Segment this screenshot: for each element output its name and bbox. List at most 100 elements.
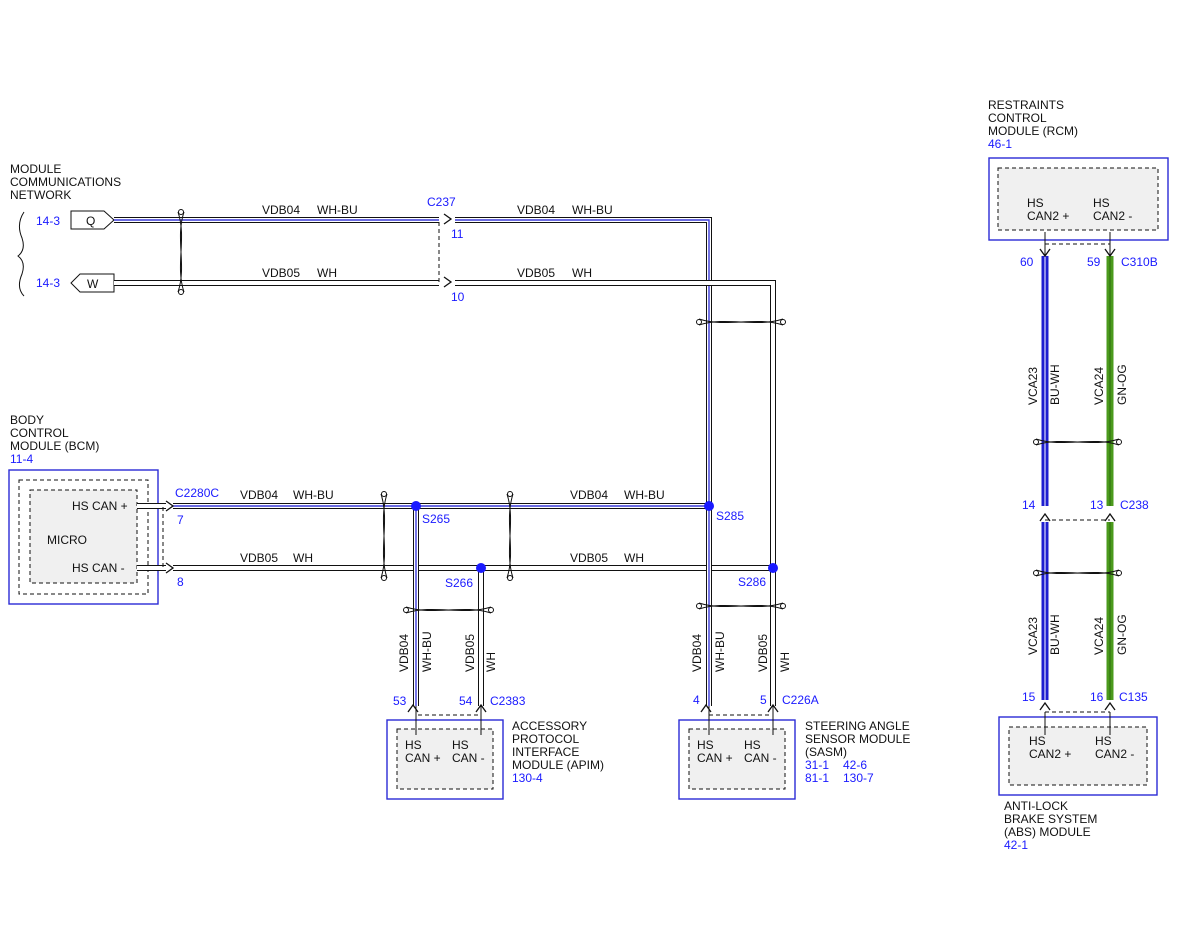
svg-text:SENSOR MODULE: SENSOR MODULE [805,732,910,746]
svg-text:HS CAN +: HS CAN + [72,499,128,513]
svg-text:MODULE (BCM): MODULE (BCM) [10,439,99,453]
svg-text:WH: WH [293,551,313,565]
svg-text:C2280C: C2280C [175,486,219,500]
svg-text:ANTI-LOCK: ANTI-LOCK [1004,799,1068,813]
abs-label: ANTI-LOCK BRAKE SYSTEM (ABS) MODULE 42-1 [1004,799,1097,852]
svg-text:81-1: 81-1 [805,771,829,785]
twist-marker [696,602,786,610]
svg-text:C2383: C2383 [490,694,526,708]
connector-c2280c: C2280C 7 8 [175,486,219,589]
svg-text:WH: WH [317,266,337,280]
wire-vdb05-top [114,280,776,568]
svg-text:(ABS) MODULE: (ABS) MODULE [1004,825,1091,839]
sasm-label: STEERING ANGLE SENSOR MODULE (SASM) 31-1… [805,719,910,785]
splice-s286: S286 [738,563,778,589]
svg-text:C238: C238 [1120,498,1149,512]
svg-text:VDB05: VDB05 [240,551,278,565]
svg-text:VCA23: VCA23 [1026,617,1040,655]
twist-markers [177,209,1122,614]
svg-text:WH: WH [572,266,592,280]
svg-text:4: 4 [693,693,700,707]
abs-box: HS CAN2 + HS CAN2 - [998,716,1158,796]
svg-text:WH-BU: WH-BU [624,488,665,502]
svg-text:VDB05: VDB05 [463,634,477,672]
svg-text:MODULE (APIM): MODULE (APIM) [512,758,604,772]
svg-text:VDB04: VDB04 [690,634,704,672]
twist-marker [403,606,494,614]
svg-text:VCA23: VCA23 [1026,367,1040,405]
svg-text:CAN2 -: CAN2 - [1093,209,1132,223]
svg-text:14-3: 14-3 [36,276,60,290]
svg-text:42-1: 42-1 [1004,838,1028,852]
splice-s265: S265 [411,501,450,526]
wire-vdb04-top [114,217,712,506]
svg-text:HS CAN -: HS CAN - [72,561,125,575]
svg-text:10: 10 [451,290,465,304]
svg-text:VDB04: VDB04 [240,488,278,502]
svg-text:CAN -: CAN - [744,751,777,765]
wires-layer [114,217,1114,735]
svg-text:VDB05: VDB05 [517,266,555,280]
svg-text:HS: HS [1029,734,1046,748]
svg-text:59: 59 [1087,255,1101,269]
svg-text:CAN2 +: CAN2 + [1029,747,1071,761]
svg-text:60: 60 [1020,255,1034,269]
svg-text:WH: WH [778,652,792,672]
svg-text:INTERFACE: INTERFACE [512,745,579,759]
connector-c237: C237 11 10 [427,195,465,304]
svg-text:CAN +: CAN + [697,751,733,765]
svg-text:VDB04: VDB04 [262,203,300,217]
bcm-label: BODY CONTROL MODULE (BCM) 11-4 [10,413,99,466]
svg-text:MICRO: MICRO [47,533,87,547]
svg-text:HS: HS [452,738,469,752]
svg-text:Q: Q [86,214,95,228]
svg-text:C226A: C226A [782,693,819,707]
svg-text:5: 5 [760,693,767,707]
svg-text:W: W [87,277,99,291]
svg-text:HS: HS [744,738,761,752]
splice-s285: S285 [704,501,744,523]
svg-text:VDB04: VDB04 [570,488,608,502]
svg-text:BU-WH: BU-WH [1048,364,1062,405]
circuit-labels-top: VDB04 WH-BU VDB05 WH VDB04 WH-BU VDB05 W… [262,203,613,280]
twist-marker [506,491,514,581]
svg-text:VDB05: VDB05 [262,266,300,280]
svg-text:HS: HS [405,738,422,752]
connector-c238: 14 13 C238 [1022,498,1149,512]
svg-text:7: 7 [177,513,184,527]
svg-text:CAN +: CAN + [405,751,441,765]
svg-text:MODULE (RCM): MODULE (RCM) [988,124,1078,138]
svg-text:PROTOCOL: PROTOCOL [512,732,579,746]
svg-text:VDB05: VDB05 [570,551,608,565]
svg-text:42-6: 42-6 [843,758,867,772]
mcn-connector-w: 14-3 W [36,273,115,293]
svg-text:54: 54 [459,694,473,708]
mcn-label: MODULE COMMUNICATIONS NETWORK [10,162,121,202]
svg-text:16: 16 [1090,690,1104,704]
twist-marker [696,318,786,326]
svg-text:WH-BU: WH-BU [713,631,727,672]
svg-text:14-3: 14-3 [36,214,60,228]
svg-text:STEERING ANGLE: STEERING ANGLE [805,719,910,733]
connector-c310b: 60 59 C310B [1020,255,1158,269]
svg-text:GN-OG: GN-OG [1115,614,1129,655]
rcm-label: RESTRAINTS CONTROL MODULE (RCM) 46-1 [988,98,1078,151]
twist-marker [380,491,388,581]
svg-text:CAN2 +: CAN2 + [1027,209,1069,223]
svg-text:C135: C135 [1119,690,1148,704]
svg-text:COMMUNICATIONS: COMMUNICATIONS [10,175,121,189]
circuit-labels-sasm: VDB04 WH-BU VDB05 WH [690,631,792,672]
svg-text:HS: HS [1095,734,1112,748]
svg-text:(SASM): (SASM) [805,745,847,759]
mcn-connector-q: 14-3 Q [36,210,115,230]
svg-text:S285: S285 [716,509,744,523]
svg-text:MODULE: MODULE [10,162,61,176]
svg-text:CONTROL: CONTROL [10,426,69,440]
svg-text:C310B: C310B [1121,255,1158,269]
svg-text:ACCESSORY: ACCESSORY [512,719,587,733]
connector-c2383: 53 54 C2383 [393,694,526,708]
sasm-box: HS CAN + HS CAN - [678,719,796,800]
svg-text:WH-BU: WH-BU [317,203,358,217]
svg-text:11: 11 [451,227,464,241]
